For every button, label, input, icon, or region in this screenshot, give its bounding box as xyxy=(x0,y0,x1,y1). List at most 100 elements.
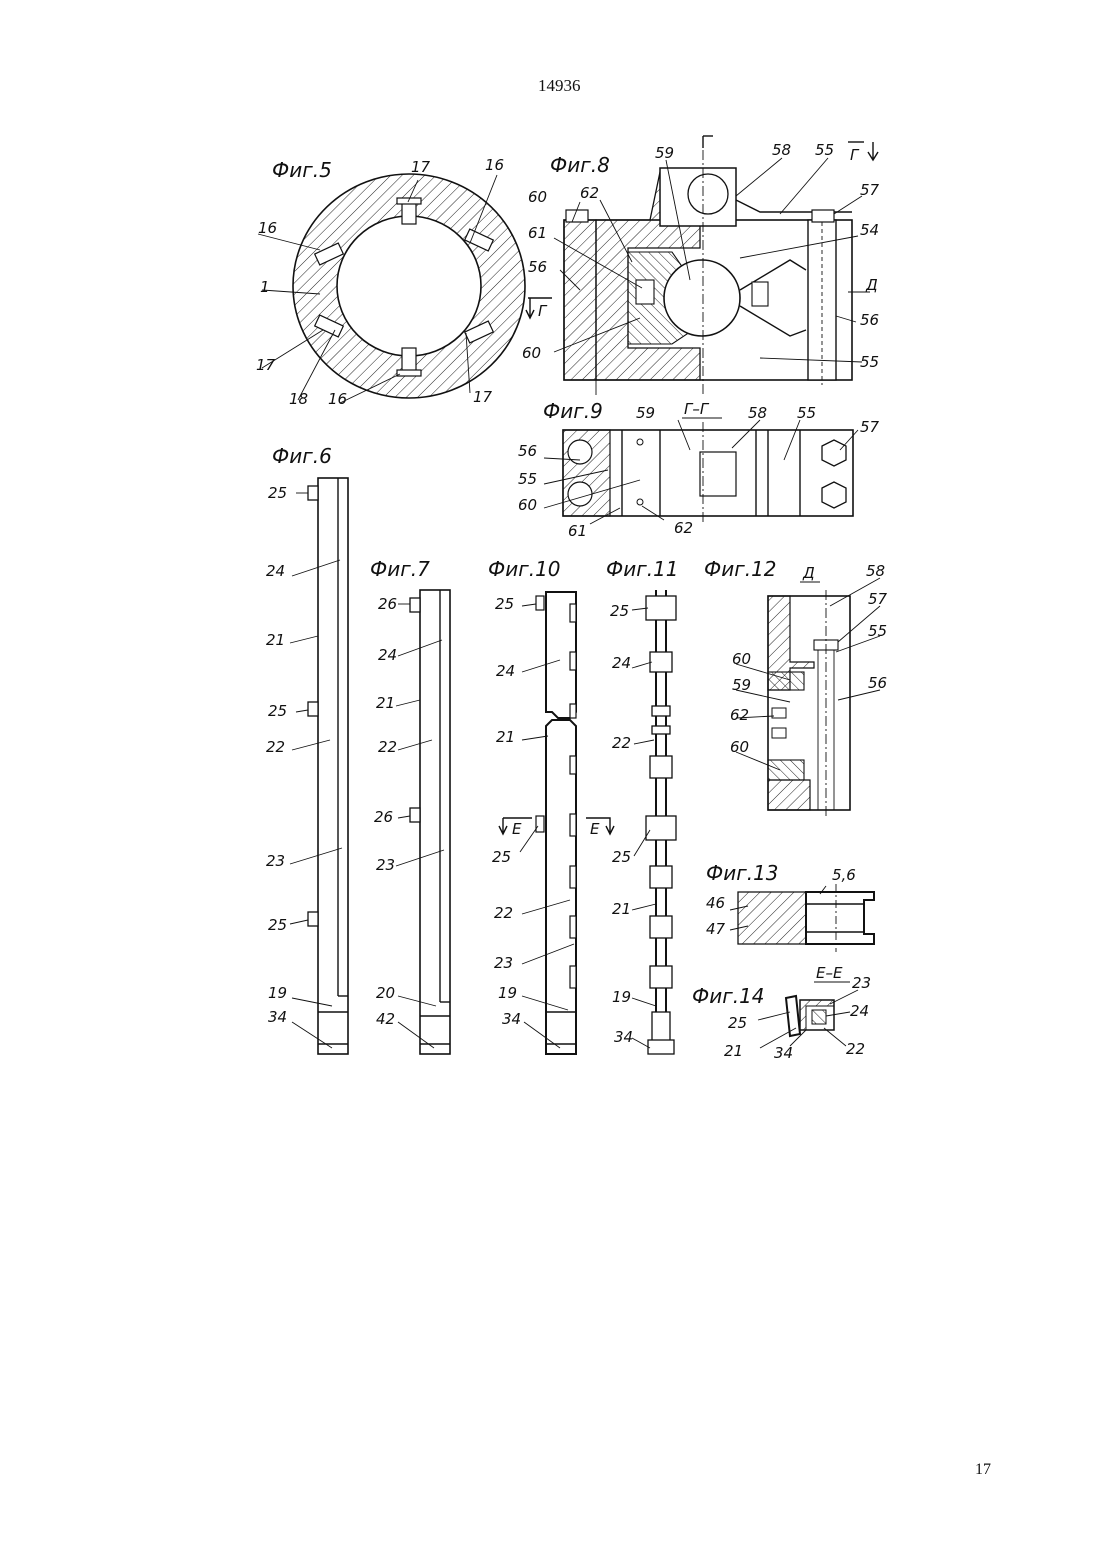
fig10-label-25-top: 25 xyxy=(495,595,514,613)
shaft xyxy=(664,260,740,336)
fig10-title: Фиг.10 xyxy=(488,557,561,581)
fig12-label-55: 55 xyxy=(868,622,887,640)
fig10-label-21: 21 xyxy=(496,728,515,746)
fig12-label-58: 58 xyxy=(866,562,885,580)
fig6-label-25-mid: 25 xyxy=(268,702,287,720)
fig10-label-24: 24 xyxy=(496,662,515,680)
slot-bottom-head xyxy=(397,370,421,376)
fig6-label-23: 23 xyxy=(266,852,285,870)
fig13-title: Фиг.13 xyxy=(706,861,779,885)
fig7-label-24: 24 xyxy=(378,646,397,664)
fig9-label-59: 59 xyxy=(636,404,655,422)
fig11-label-34: 34 xyxy=(614,1028,633,1046)
fig12-view-mark: Д xyxy=(802,564,815,582)
fig6-drawing: Фиг.6 25 24 21 25 2 xyxy=(266,444,348,1054)
fig11-section-mark: Е xyxy=(590,820,600,838)
fig6-label-25-bottom: 25 xyxy=(268,916,287,934)
fig6-title: Фиг.6 xyxy=(272,444,332,468)
fig8-label-58: 58 xyxy=(772,141,791,159)
fig10-label-22: 22 xyxy=(494,904,513,922)
fig8-label-D: Д xyxy=(865,276,878,294)
fig8-label-56-right: 56 xyxy=(860,311,879,329)
fig8-label-57: 57 xyxy=(860,181,880,199)
fig8-drawing: Фиг.8 Г xyxy=(522,136,880,395)
fig14-section-title: Е–Е xyxy=(816,964,843,982)
fig10-label-23: 23 xyxy=(494,954,513,972)
fig8-label-55-top: 55 xyxy=(815,141,834,159)
fig12-label-57: 57 xyxy=(868,590,888,608)
fig6-label-21: 21 xyxy=(266,631,285,649)
fig10-label-25-mid: 25 xyxy=(492,848,511,866)
fig13-drawing: Фиг.13 5,6 46 47 xyxy=(706,861,874,952)
fig10-section-mark: Е xyxy=(512,820,522,838)
fig8-label-61: 61 xyxy=(528,224,547,242)
fig6-label-19: 19 xyxy=(268,984,287,1002)
fig7-label-42: 42 xyxy=(376,1010,395,1028)
fig9-label-61: 61 xyxy=(568,522,587,540)
fig5-label-16-bottom: 16 xyxy=(328,390,347,408)
fig13-label-5-6: 5,6 xyxy=(832,866,856,884)
fig7-label-23: 23 xyxy=(376,856,395,874)
fig7-label-26-bottom: 26 xyxy=(374,808,393,826)
fig13-label-47: 47 xyxy=(706,920,726,938)
fig7-label-21: 21 xyxy=(376,694,395,712)
fig7-label-26-top: 26 xyxy=(378,595,397,613)
fig9-drawing: Фиг.9 Г–Г xyxy=(518,399,880,540)
fig14-label-23: 23 xyxy=(852,974,871,992)
fig11-label-21: 21 xyxy=(612,900,631,918)
fig9-title: Фиг.9 xyxy=(543,399,603,423)
fig10-drawing: Фиг.10 xyxy=(488,557,576,1054)
fig14-label-34: 34 xyxy=(774,1044,793,1062)
fig5-label-18: 18 xyxy=(289,390,308,408)
fig14-drawing: Фиг.14 Е–Е 23 24 25 21 34 22 xyxy=(692,964,871,1062)
fig12-label-60-top: 60 xyxy=(732,650,751,668)
fig5-label-17-right: 17 xyxy=(473,388,493,406)
fig14-label-25: 25 xyxy=(728,1014,747,1032)
fig6-label-25-top: 25 xyxy=(268,484,287,502)
fig14-label-22: 22 xyxy=(846,1040,865,1058)
fig9-label-60: 60 xyxy=(518,496,537,514)
fig8-label-60-bottom: 60 xyxy=(522,344,541,362)
fig14-title: Фиг.14 xyxy=(692,984,765,1008)
fig5-label-16-right: 16 xyxy=(485,156,504,174)
fig10-label-34: 34 xyxy=(502,1010,521,1028)
fig7-title: Фиг.7 xyxy=(370,557,430,581)
fig12-label-59: 59 xyxy=(732,676,751,694)
fig7-label-20: 20 xyxy=(376,984,395,1002)
fig8-title: Фиг.8 xyxy=(550,153,610,177)
fig7-label-22: 22 xyxy=(378,738,397,756)
fig11-label-25-top: 25 xyxy=(610,602,629,620)
fig8-label-55-bottom: 55 xyxy=(860,353,879,371)
fig5-label-17-top: 17 xyxy=(411,158,431,176)
fig5-title: Фиг.5 xyxy=(272,158,332,182)
fig6-label-24: 24 xyxy=(266,562,285,580)
fig12-drawing: Фиг.12 Д 58 xyxy=(704,557,888,816)
fig8-label-62: 62 xyxy=(580,184,599,202)
fig8-section-mark-left: Г xyxy=(538,302,548,320)
fig10-label-19: 19 xyxy=(498,984,517,1002)
fig11-label-22: 22 xyxy=(612,734,631,752)
fig11-title: Фиг.11 xyxy=(606,557,679,581)
fig6-label-34: 34 xyxy=(268,1008,287,1026)
fig9-label-58: 58 xyxy=(748,404,767,422)
fig12-label-56: 56 xyxy=(868,674,887,692)
fig5-label-1: 1 xyxy=(260,278,270,296)
fig5-label-16-left: 16 xyxy=(258,219,277,237)
fig9-label-62: 62 xyxy=(674,519,693,537)
fig14-label-21: 21 xyxy=(724,1042,743,1060)
fig8-section-mark-top: Г xyxy=(850,146,860,164)
fig9-label-56: 56 xyxy=(518,442,537,460)
fig6-label-22: 22 xyxy=(266,738,285,756)
fig7-drawing: Фиг.7 26 24 21 22 26 23 xyxy=(370,557,450,1054)
fig13-label-46: 46 xyxy=(706,894,725,912)
fig12-label-62: 62 xyxy=(730,706,749,724)
fig14-label-24: 24 xyxy=(850,1002,869,1020)
fig11-label-24: 24 xyxy=(612,654,631,672)
fig12-label-60-bottom: 60 xyxy=(730,738,749,756)
fig9-section-title: Г–Г xyxy=(684,400,710,418)
fig8-label-59: 59 xyxy=(655,144,674,162)
fig11-label-19: 19 xyxy=(612,988,631,1006)
fig9-label-55-top: 55 xyxy=(797,404,816,422)
fig11-drawing: Фиг.11 xyxy=(586,557,679,1054)
